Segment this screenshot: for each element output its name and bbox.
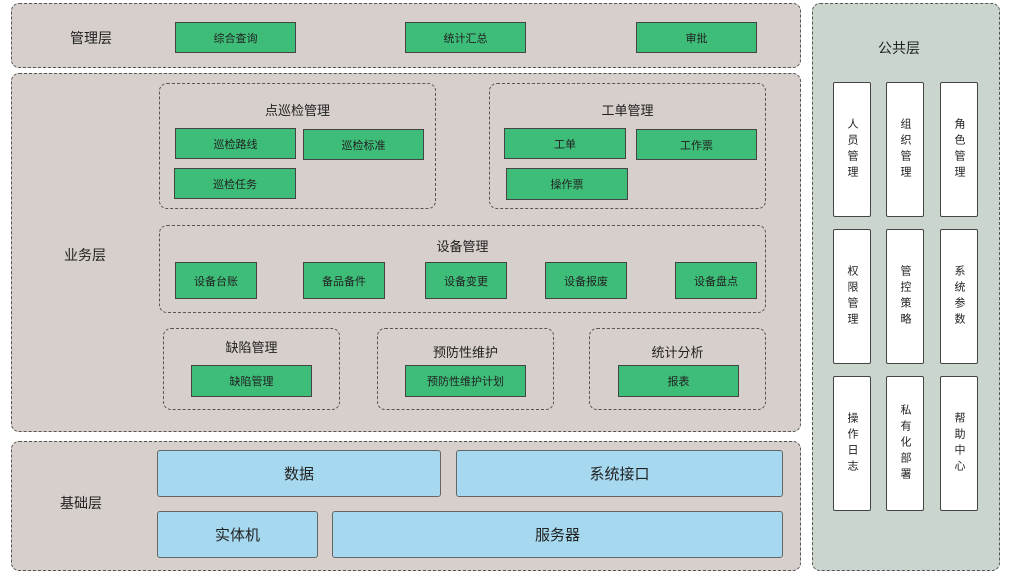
- node-operation-ticket[interactable]: 操作票: [506, 168, 628, 200]
- node-inspection-route[interactable]: 巡检路线: [175, 128, 296, 159]
- equipment-group: 设备管理: [159, 225, 766, 313]
- node-private-deployment[interactable]: 私有化部署: [886, 376, 924, 511]
- foundation-layer-label: 基础层: [60, 496, 102, 512]
- workorder-group-title: 工单管理: [601, 104, 654, 119]
- defect-group: 缺陷管理: [163, 328, 340, 410]
- node-permission-management[interactable]: 权限管理: [833, 229, 871, 364]
- node-system-interface[interactable]: 系统接口: [456, 450, 783, 497]
- defect-group-title: 缺陷管理: [225, 341, 278, 356]
- node-report[interactable]: 报表: [618, 365, 739, 397]
- node-role-management[interactable]: 角色管理: [940, 82, 978, 217]
- public-layer-label: 公共层: [878, 41, 920, 57]
- inspection-group-title: 点巡检管理: [264, 104, 330, 119]
- preventive-group-title: 预防性维护: [432, 346, 498, 361]
- workorder-group: 工单管理: [489, 83, 766, 209]
- management-layer-label: 管理层: [70, 31, 112, 47]
- node-spare-parts[interactable]: 备品备件: [303, 262, 385, 299]
- node-work-ticket[interactable]: 工作票: [636, 129, 757, 160]
- node-equipment-ledger[interactable]: 设备台账: [175, 262, 257, 299]
- node-preventive-plan[interactable]: 预防性维护计划: [405, 365, 526, 397]
- node-system-parameters[interactable]: 系统参数: [940, 229, 978, 364]
- node-control-policy[interactable]: 管控策略: [886, 229, 924, 364]
- node-organization-management[interactable]: 组织管理: [886, 82, 924, 217]
- node-comprehensive-query[interactable]: 综合查询: [175, 22, 296, 53]
- statistics-group: 统计分析: [589, 328, 766, 410]
- node-personnel-management[interactable]: 人员管理: [833, 82, 871, 217]
- node-defect-management[interactable]: 缺陷管理: [191, 365, 312, 397]
- node-equipment-change[interactable]: 设备变更: [425, 262, 507, 299]
- node-approval[interactable]: 审批: [636, 22, 757, 53]
- node-inspection-task[interactable]: 巡检任务: [174, 168, 296, 199]
- node-statistics-summary[interactable]: 统计汇总: [405, 22, 526, 53]
- statistics-group-title: 统计分析: [651, 346, 704, 361]
- node-equipment-scrap[interactable]: 设备报废: [545, 262, 627, 299]
- business-layer-label: 业务层: [64, 248, 106, 264]
- node-server[interactable]: 服务器: [332, 511, 783, 558]
- node-help-center[interactable]: 帮助中心: [940, 376, 978, 511]
- node-inspection-standard[interactable]: 巡检标准: [303, 129, 424, 160]
- inspection-group: 点巡检管理: [159, 83, 436, 209]
- node-work-order[interactable]: 工单: [504, 128, 626, 159]
- node-physical-machine[interactable]: 实体机: [157, 511, 318, 558]
- node-equipment-inventory[interactable]: 设备盘点: [675, 262, 757, 299]
- node-data[interactable]: 数据: [157, 450, 441, 497]
- preventive-group: 预防性维护: [377, 328, 554, 410]
- node-operation-log[interactable]: 操作日志: [833, 376, 871, 511]
- equipment-group-title: 设备管理: [436, 240, 489, 255]
